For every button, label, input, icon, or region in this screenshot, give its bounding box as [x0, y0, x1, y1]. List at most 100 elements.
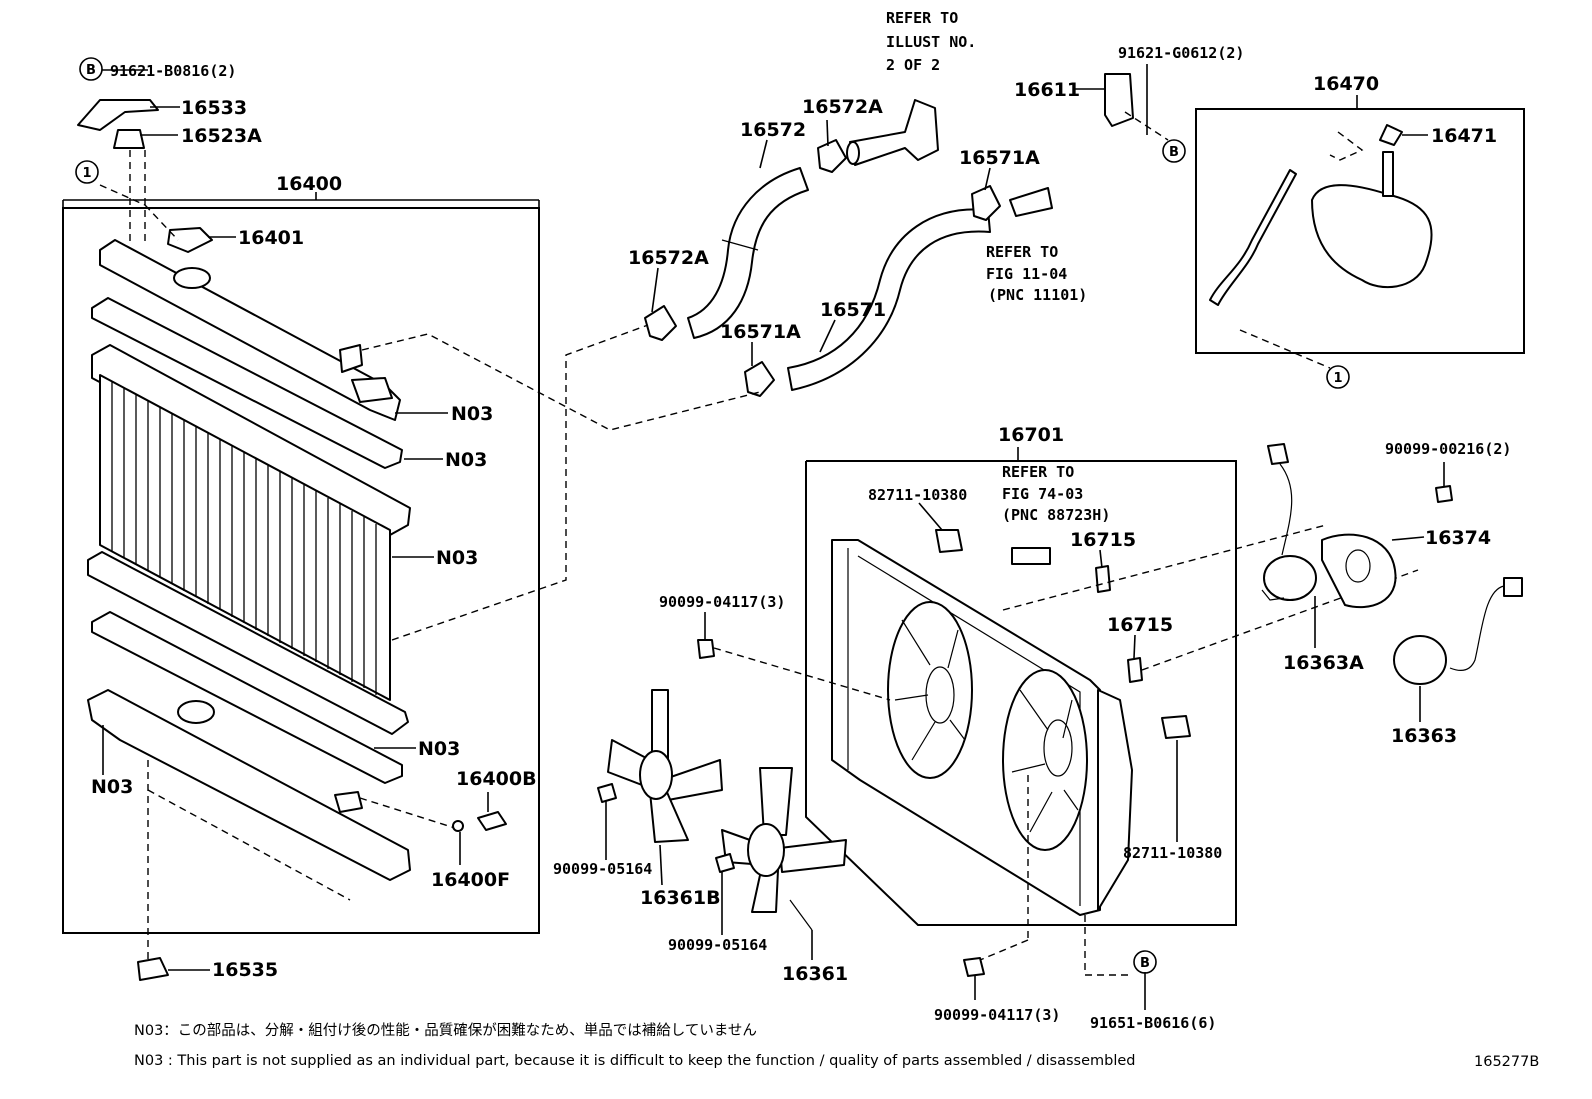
svg-text:1: 1	[82, 166, 91, 181]
svg-text:B: B	[86, 63, 96, 78]
upper-mount-cushion	[113, 129, 145, 149]
lower-tank-gasket	[91, 611, 403, 784]
label-90099-05164-a: 90099-05164	[553, 860, 652, 878]
water-inlet-pipe	[1009, 187, 1053, 217]
marker-1-left: 1	[75, 160, 99, 184]
label-82711-top: 82711-10380	[868, 486, 967, 504]
reservoir-tank	[1311, 184, 1433, 289]
upper-tank-gasket	[91, 297, 403, 469]
motor-bracket-16374	[1321, 533, 1397, 609]
label-90099-04117-b: 90099-04117(3)	[934, 1006, 1060, 1024]
refer-illust-line-3: 2 OF 2	[886, 56, 940, 74]
fans	[597, 612, 1146, 1010]
marker-1-right: 1	[1326, 365, 1350, 389]
label-16571: 16571	[820, 299, 886, 321]
upper-support-bracket	[77, 99, 159, 131]
reservoir-cap	[1379, 124, 1403, 146]
label-16361b: 16361B	[640, 887, 721, 909]
label-16361: 16361	[782, 963, 848, 985]
reference-markers: B 1 B 1 B	[75, 57, 1350, 974]
radiator-assembly	[62, 99, 540, 981]
hoses	[644, 99, 1053, 397]
outlet-hose-clamp-upper	[971, 185, 1001, 221]
refer-fig74-line-1: REFER TO	[1002, 463, 1074, 481]
bolt-shroud-a	[697, 639, 715, 659]
label-16611: 16611	[1014, 79, 1080, 101]
label-n03-upper-tank: N03	[451, 403, 493, 425]
fan-shroud-group-box	[805, 460, 1237, 926]
fan-16361b	[607, 689, 723, 843]
label-16715-b: 16715	[1107, 614, 1173, 636]
refer-illust-line-2: ILLUST NO.	[886, 33, 976, 51]
label-16363: 16363	[1391, 725, 1457, 747]
label-16535: 16535	[212, 959, 278, 981]
radiator-group-box	[62, 207, 540, 934]
outlet-hose-clamp-lower	[744, 361, 775, 397]
label-82711-bottom: 82711-10380	[1123, 844, 1222, 862]
water-outlet	[849, 99, 939, 166]
label-n03-core: N03	[436, 547, 478, 569]
refer-illust-line-1: REFER TO	[886, 9, 958, 27]
bolt-shroud-b	[963, 957, 985, 977]
label-16533: 16533	[181, 97, 247, 119]
label-91621-g0612: 91621-G0612(2)	[1118, 44, 1244, 62]
label-n03-lower-gasket: N03	[418, 738, 460, 760]
label-16701: 16701	[998, 424, 1064, 446]
filler-neck	[173, 267, 211, 289]
refer-fig74-line-2: FIG 74-03	[1002, 485, 1083, 503]
note-japanese: N03：この部品は、分解・組付け後の性能・品質確保が困難なため、単品では補給して…	[134, 1021, 757, 1039]
label-90099-00216: 90099-00216(2)	[1385, 440, 1511, 458]
diagram-id: 165277B	[1474, 1054, 1539, 1070]
motor-b-connector	[1503, 577, 1523, 597]
label-16401: 16401	[238, 227, 304, 249]
part-labels: 91621-B0816(2) 16533 16523A 16400 16401 …	[91, 9, 1511, 1032]
wire-connector-top	[935, 529, 963, 553]
hose-leaders	[361, 119, 991, 641]
label-16400: 16400	[276, 173, 342, 195]
lower-tank	[87, 689, 411, 881]
reservoir-bracket	[1104, 73, 1134, 127]
shroud-opening-left	[887, 601, 973, 779]
label-16374: 16374	[1425, 527, 1491, 549]
fan-shroud-group	[805, 447, 1419, 976]
marker-b-reservoir: B	[1162, 139, 1186, 163]
refer-fig11-line-3: (PNC 11101)	[988, 286, 1087, 304]
label-91651-b0616: 91651-B0616(6)	[1090, 1014, 1216, 1032]
label-16571a-top: 16571A	[959, 147, 1040, 169]
fan-nut-b	[715, 853, 735, 873]
label-16571a-bottom: 16571A	[720, 321, 801, 343]
label-plate	[1011, 547, 1051, 565]
label-16715-a: 16715	[1070, 529, 1136, 551]
radiator-core	[99, 374, 391, 701]
radiator-inlet-hose	[687, 167, 809, 339]
radiator-cap	[167, 227, 213, 253]
svg-text:1: 1	[1333, 371, 1342, 386]
inlet-hose-clamp-lower	[644, 305, 677, 341]
label-16572a-top: 16572A	[802, 96, 883, 118]
marker-b-bottom: B	[1133, 950, 1157, 974]
label-16400f: 16400F	[431, 869, 510, 891]
label-91621-b0816: 91621-B0816(2)	[110, 62, 236, 80]
radiator-outlet-hose	[787, 208, 991, 391]
fan-motor-16363a	[1263, 555, 1317, 601]
svg-text:B: B	[1169, 145, 1179, 160]
label-16523a: 16523A	[181, 125, 262, 147]
label-16363a: 16363A	[1283, 652, 1364, 674]
fan-motors	[1261, 443, 1523, 722]
shroud-clip-b	[1127, 657, 1143, 683]
fan-nut-a	[597, 783, 617, 803]
label-n03-upper-gasket: N03	[445, 449, 487, 471]
notes: N03：この部品は、分解・組付け後の性能・品質確保が困難なため、単品では補給して…	[134, 1021, 1539, 1070]
label-n03-lower-tank: N03	[91, 776, 133, 798]
reservoir-group-box	[1195, 108, 1525, 354]
shroud-clip-a	[1095, 565, 1111, 593]
reservoir-area	[1074, 64, 1525, 369]
svg-text:B: B	[1140, 956, 1150, 971]
upper-tank	[99, 239, 401, 421]
label-16400b: 16400B	[456, 768, 537, 790]
drain-cock	[477, 811, 507, 831]
core-bottom-plate	[87, 551, 409, 735]
label-16470: 16470	[1313, 73, 1379, 95]
label-16572a-left: 16572A	[628, 247, 709, 269]
fan-motor-16363	[1393, 635, 1447, 685]
